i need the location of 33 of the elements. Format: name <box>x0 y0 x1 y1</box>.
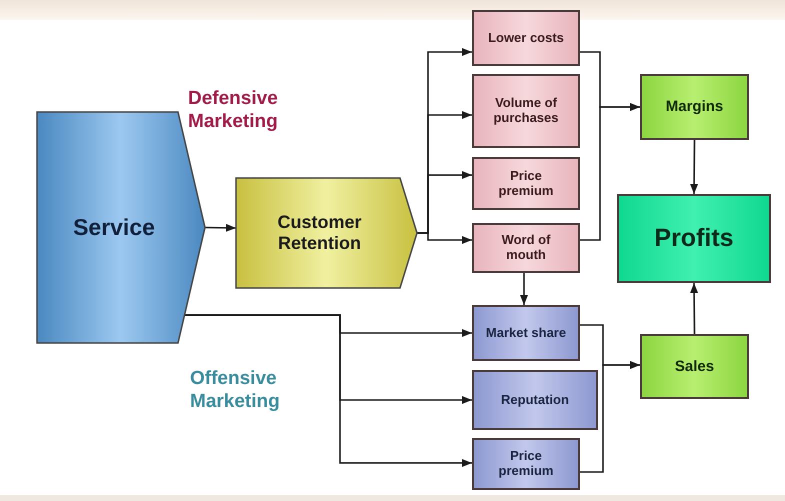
node-label: Sales <box>674 358 714 376</box>
process-box <box>472 370 598 430</box>
node-label: Market share <box>486 326 566 340</box>
process-box <box>640 334 749 399</box>
arrow <box>690 140 698 194</box>
section-label: Defensive Marketing <box>188 88 279 134</box>
node-label: Reputation <box>501 392 569 408</box>
node-label: Service <box>73 214 155 241</box>
arrow <box>184 314 472 467</box>
arrow <box>580 103 640 241</box>
process-box <box>640 74 749 140</box>
node-label: Word of mouth <box>500 233 552 263</box>
node-label: Volume of purchases <box>492 96 560 126</box>
node-label: Customer Retention <box>276 212 362 254</box>
process-box <box>472 157 580 210</box>
node-label: Price premium <box>498 449 554 479</box>
arrow <box>520 273 528 305</box>
process-box <box>472 223 580 273</box>
process-box <box>472 74 580 148</box>
node-label: Price premium <box>498 168 554 198</box>
process-box <box>472 438 580 490</box>
node-label: Margins <box>666 98 724 116</box>
arrow <box>580 361 640 473</box>
arrow <box>417 232 472 244</box>
node-label: Lower costs <box>488 30 564 46</box>
process-box <box>472 305 580 361</box>
arrow <box>204 224 236 232</box>
node-label: Profits <box>654 224 734 253</box>
retention-arrow-shape <box>236 178 417 288</box>
arrow <box>690 283 698 334</box>
process-box <box>617 194 771 283</box>
section-label: Offensive Marketing <box>190 368 281 414</box>
process-box <box>472 10 580 66</box>
